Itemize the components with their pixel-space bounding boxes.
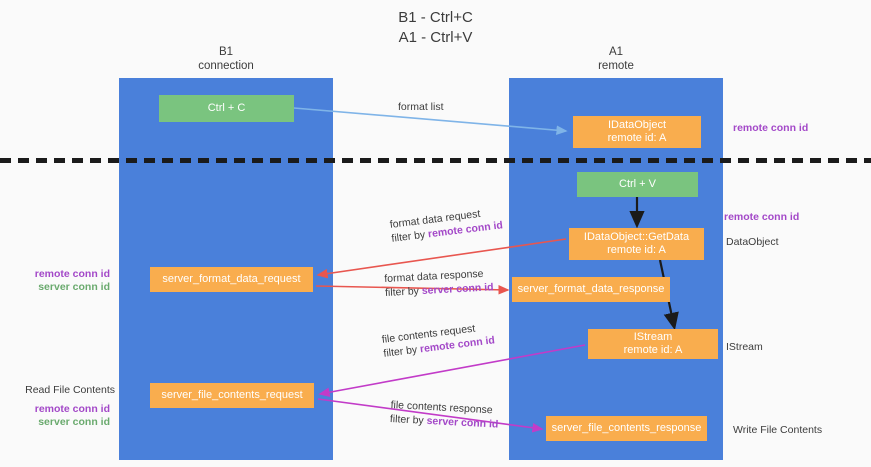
note-right-istream: IStream	[726, 341, 763, 354]
node-istream[interactable]: IStream remote id: A	[588, 329, 718, 359]
page-title: B1 - Ctrl+C A1 - Ctrl+V	[0, 8, 871, 48]
lane-header-b1-name: B1	[218, 46, 234, 58]
node-server-file-contents-request-label: server_file_contents_request	[161, 389, 303, 401]
title-line-1: B1 - Ctrl+C	[398, 9, 473, 26]
edge-label-format-list: format list	[398, 100, 444, 114]
node-getdata-remote-id: remote id: A	[607, 244, 666, 256]
edge-label-format-data-response: format data response filter by server co…	[384, 266, 494, 300]
filter-key-server-conn-id: server conn id	[426, 414, 499, 431]
lane-header-a1: A1 remote	[509, 45, 723, 73]
node-istream-remote-id: remote id: A	[623, 344, 683, 356]
note-text: remote conn id	[724, 211, 800, 223]
lane-header-b1-role: connection	[198, 60, 254, 72]
lane-header-b1: B1 connection	[119, 45, 333, 73]
filter-prefix: filter by	[389, 412, 427, 427]
filter-prefix: filter by	[390, 228, 429, 245]
node-idataobject-remote-id: remote id: A	[607, 132, 667, 144]
note-text: Write File Contents	[733, 424, 823, 436]
edge-label-file-contents-response: file contents response filter by server …	[390, 398, 500, 432]
note-text: Read File Contents	[25, 384, 115, 396]
note-right-remote-conn-id-mid: remote conn id	[724, 211, 799, 224]
lane-header-a1-name: A1	[608, 46, 624, 58]
note-right-dataobject: DataObject	[726, 236, 779, 249]
lane-header-a1-role: remote	[598, 60, 634, 72]
note-server-conn-id: server conn id	[38, 281, 110, 293]
divider-dashed-line	[0, 158, 871, 163]
node-server-file-contents-response-label: server_file_contents_response	[551, 422, 702, 434]
note-remote-conn-id: remote conn id	[34, 403, 110, 415]
node-server-format-data-request-label: server_format_data_request	[162, 273, 301, 285]
node-ctrl-c-label: Ctrl + C	[207, 102, 246, 114]
edge-label-format-data-request: format data request filter by remote con…	[389, 204, 504, 245]
node-ctrl-v[interactable]: Ctrl + V	[577, 172, 698, 197]
note-text: DataObject	[726, 236, 779, 248]
note-remote-conn-id: remote conn id	[34, 268, 110, 280]
filter-key-server-conn-id: server conn id	[421, 281, 494, 298]
node-server-format-data-response-label: server_format_data_response	[517, 283, 665, 295]
note-left-read-file-contents: Read File Contents	[20, 384, 115, 397]
node-server-format-data-request[interactable]: server_format_data_request	[150, 267, 313, 292]
node-getdata-label: IDataObject::GetData	[583, 231, 690, 243]
filter-prefix: filter by	[384, 285, 423, 299]
note-text: IStream	[726, 341, 763, 353]
node-istream-label: IStream	[633, 331, 673, 343]
note-right-remote-conn-id-top: remote conn id	[733, 122, 808, 135]
node-ctrl-c[interactable]: Ctrl + C	[159, 95, 294, 122]
node-idataobject-label: IDataObject	[607, 119, 667, 131]
node-ctrl-v-label: Ctrl + V	[619, 178, 656, 190]
node-server-format-data-response[interactable]: server_format_data_response	[512, 277, 670, 302]
node-server-file-contents-request[interactable]: server_file_contents_request	[150, 383, 314, 408]
note-right-write-file-contents: Write File Contents	[733, 424, 822, 437]
note-left-conn-ids-top: remote conn id server conn id	[20, 268, 110, 294]
note-server-conn-id: server conn id	[38, 416, 110, 428]
edge-label-file-contents-request: file contents request filter by remote c…	[381, 319, 496, 360]
note-left-conn-ids-bottom: remote conn id server conn id	[20, 403, 110, 429]
title-line-2: A1 - Ctrl+V	[398, 29, 473, 46]
note-text: remote conn id	[733, 122, 809, 134]
filter-prefix: filter by	[382, 343, 421, 360]
node-server-file-contents-response[interactable]: server_file_contents_response	[546, 416, 707, 441]
node-idataobject-getdata[interactable]: IDataObject::GetData remote id: A	[569, 228, 704, 260]
edge-label-format-list-text: format list	[398, 101, 444, 113]
node-idataobject[interactable]: IDataObject remote id: A	[573, 116, 701, 148]
